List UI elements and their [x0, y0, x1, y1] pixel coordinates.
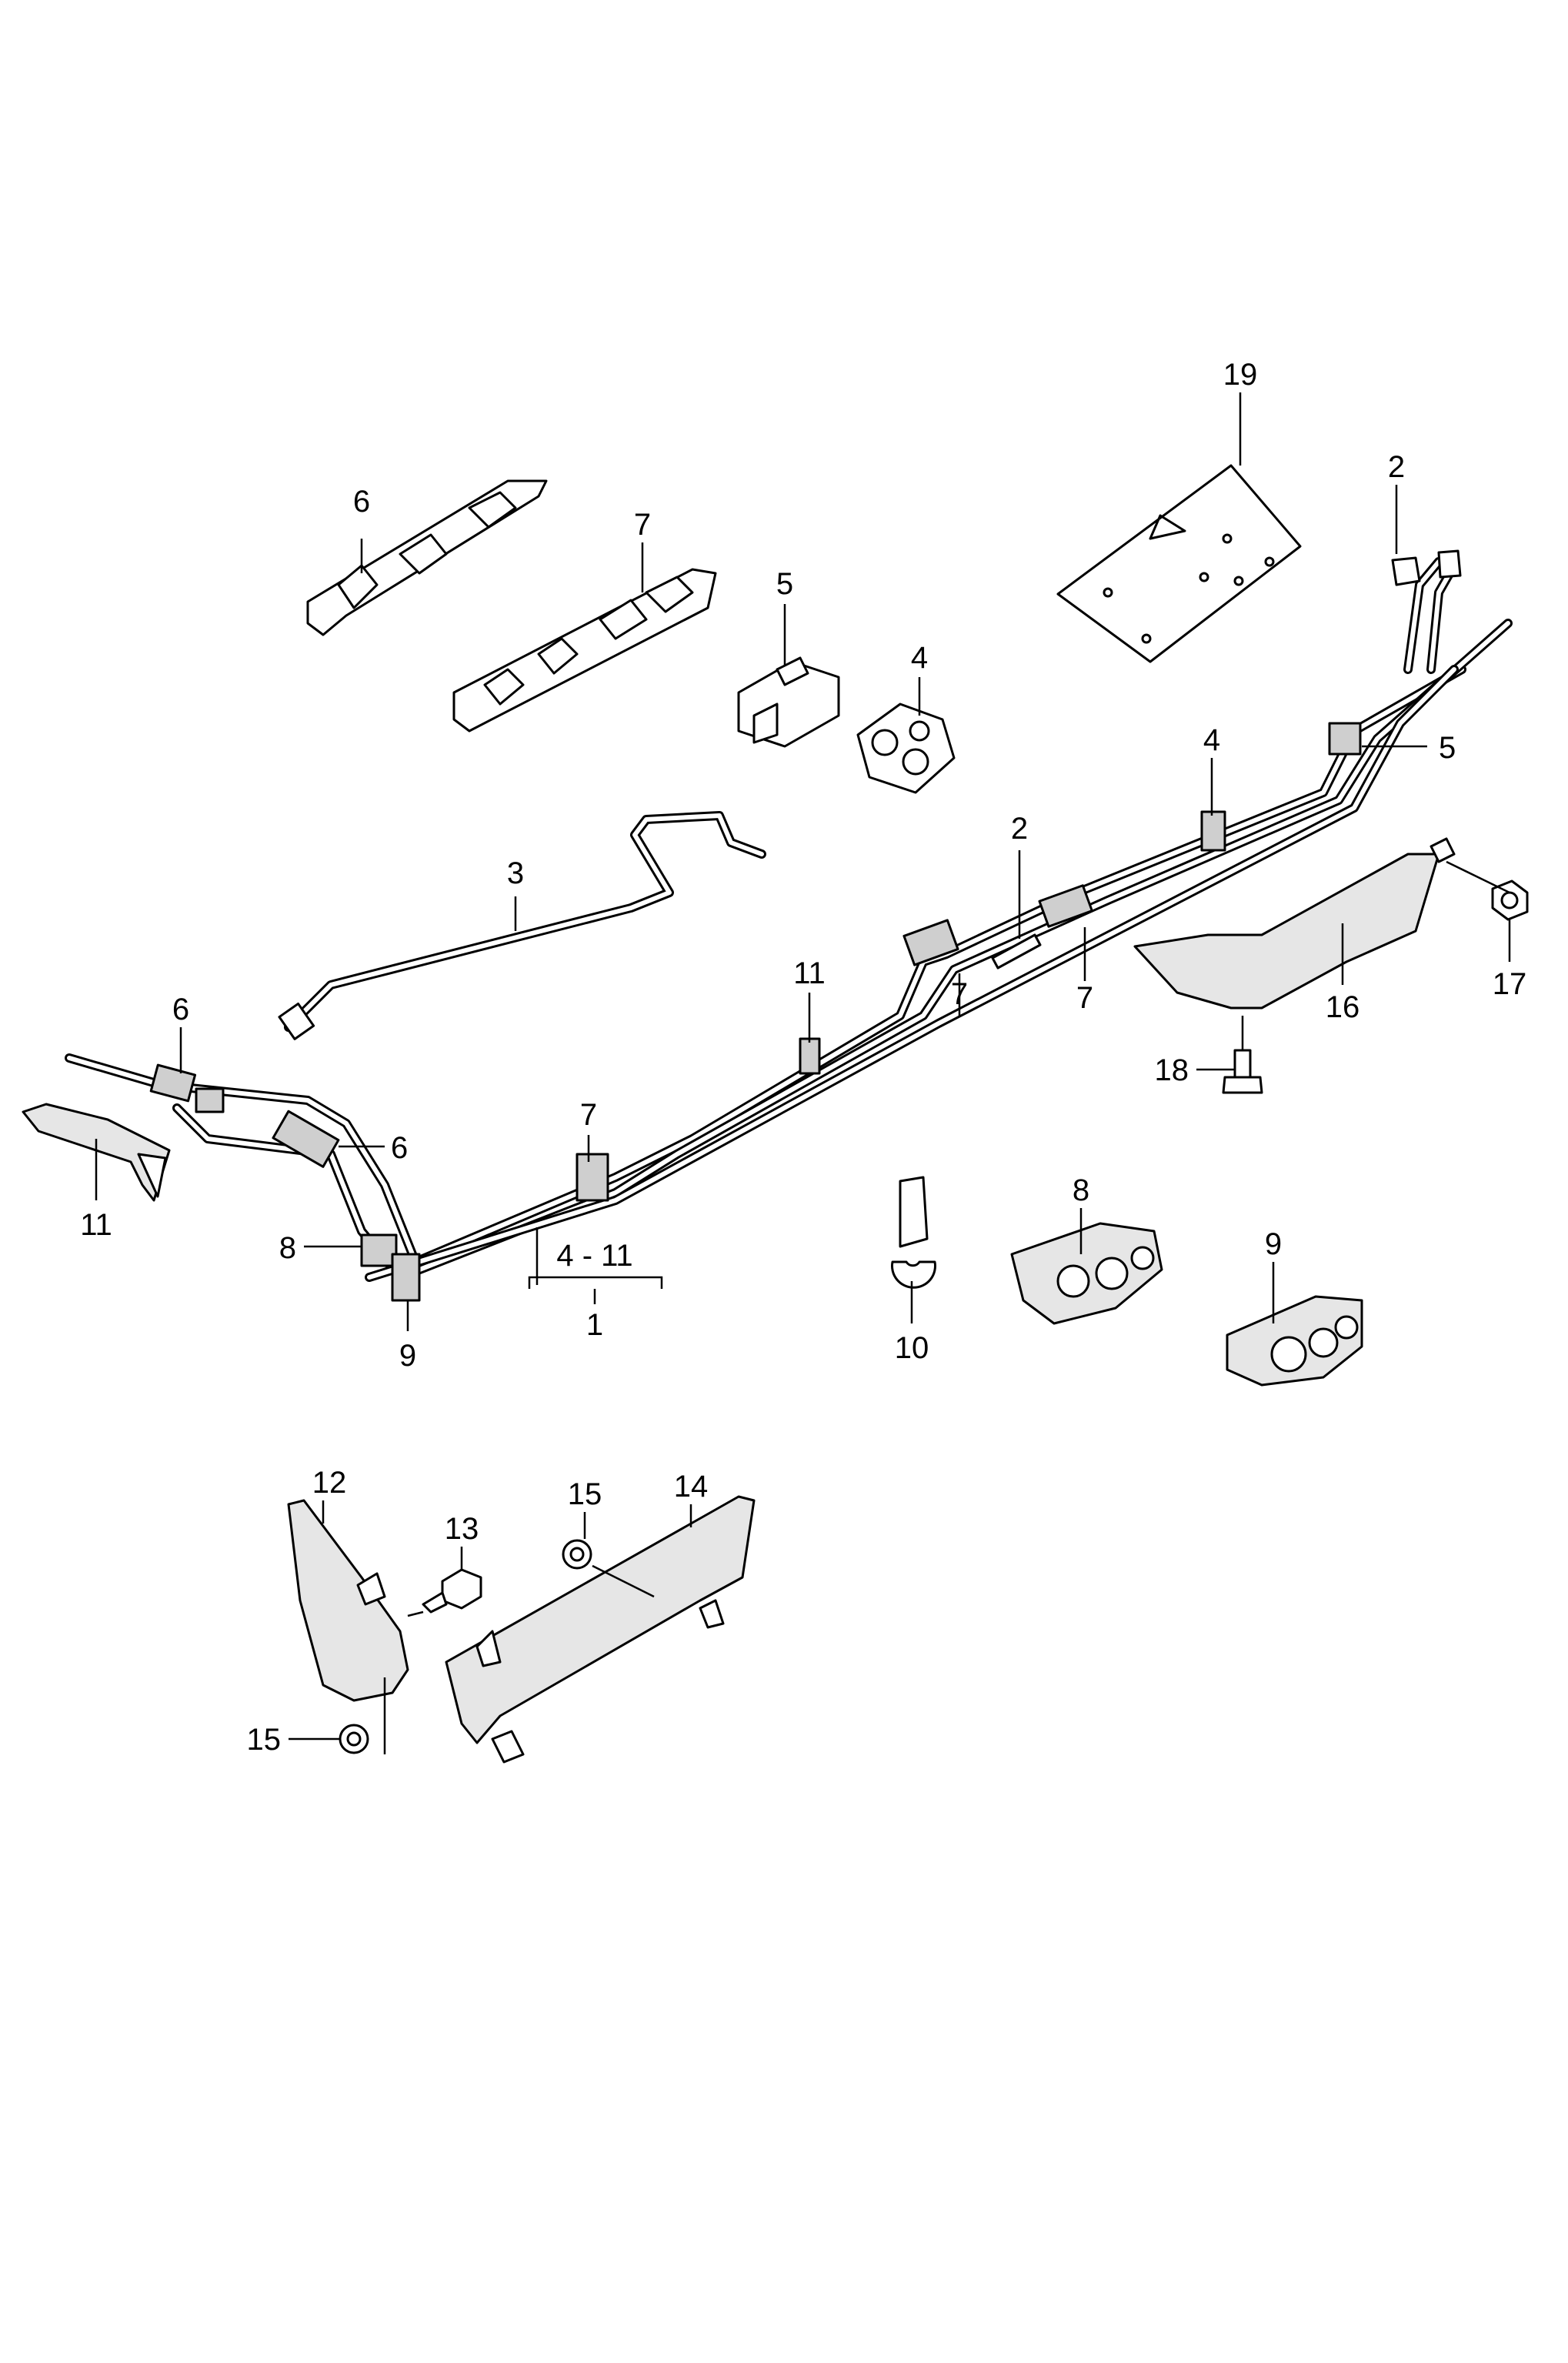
callout-5-top: 5: [776, 567, 793, 601]
part-11-shield: [22, 1103, 171, 1202]
callout-19: 19: [1223, 358, 1258, 392]
callout-labels: 19 2 6 7 5 4 3 4 5 2 11 7 7 7 16 17 18 6…: [80, 358, 1526, 1757]
callout-4-11: 4 - 11: [556, 1239, 632, 1273]
callout-12: 12: [312, 1466, 347, 1500]
callout-9-left: 9: [399, 1339, 416, 1373]
part-7-bracket: [452, 568, 717, 733]
part-9-holder: [1226, 1295, 1363, 1387]
callout-6-right: 6: [391, 1131, 408, 1165]
callout-4-mid: 4: [1203, 723, 1220, 757]
callout-4-top: 4: [911, 641, 928, 675]
callout-3: 3: [507, 856, 524, 890]
callout-5-right: 5: [1439, 731, 1456, 765]
part-12-bracket: [287, 1499, 409, 1702]
part-8-holder: [1010, 1222, 1163, 1325]
part-19-plate: [1056, 464, 1302, 663]
callout-16: 16: [1326, 990, 1360, 1024]
part-15-nut-top: [562, 1539, 592, 1570]
part-4-holder: [856, 703, 956, 794]
part-13-bolt: [422, 1568, 482, 1614]
callout-14: 14: [674, 1470, 709, 1504]
pipe-bundle: [65, 549, 1513, 1302]
part-14-rail: [445, 1495, 756, 1764]
callout-7-top: 7: [634, 508, 651, 542]
callout-17: 17: [1493, 967, 1527, 1001]
callout-2-top: 2: [1388, 450, 1405, 484]
callout-8-left: 8: [279, 1231, 296, 1265]
callout-10: 10: [895, 1331, 929, 1365]
part-17-nut: [1491, 879, 1529, 921]
part-3-line: [278, 811, 766, 1040]
callout-1: 1: [586, 1308, 603, 1342]
callout-7-left: 7: [580, 1098, 597, 1132]
part-5-clip: [737, 656, 840, 748]
callout-18: 18: [1155, 1053, 1189, 1087]
callout-7-right: 7: [1076, 981, 1093, 1015]
callout-13: 13: [445, 1512, 479, 1546]
callout-2-mid: 2: [1011, 812, 1028, 846]
callout-15-top: 15: [568, 1477, 602, 1511]
callout-11-left: 11: [80, 1208, 112, 1242]
leader-lines: [95, 392, 1511, 1754]
part-18-bolt: [1222, 1049, 1263, 1094]
part-16-shield: [1133, 837, 1456, 1010]
callout-6-left: 6: [172, 993, 189, 1026]
callout-8-right: 8: [1073, 1173, 1089, 1207]
clamp-5: [1328, 722, 1362, 756]
callout-11-mid: 11: [793, 956, 826, 990]
callout-7-mid: 7: [951, 977, 968, 1011]
callout-6-top: 6: [353, 485, 370, 519]
part-15-nut-bottom: [339, 1724, 369, 1754]
callout-9-right: 9: [1265, 1227, 1282, 1261]
callout-15-bottom: 15: [247, 1723, 282, 1757]
part-10-clip: [891, 1176, 936, 1289]
part-6-bracket: [306, 479, 548, 636]
